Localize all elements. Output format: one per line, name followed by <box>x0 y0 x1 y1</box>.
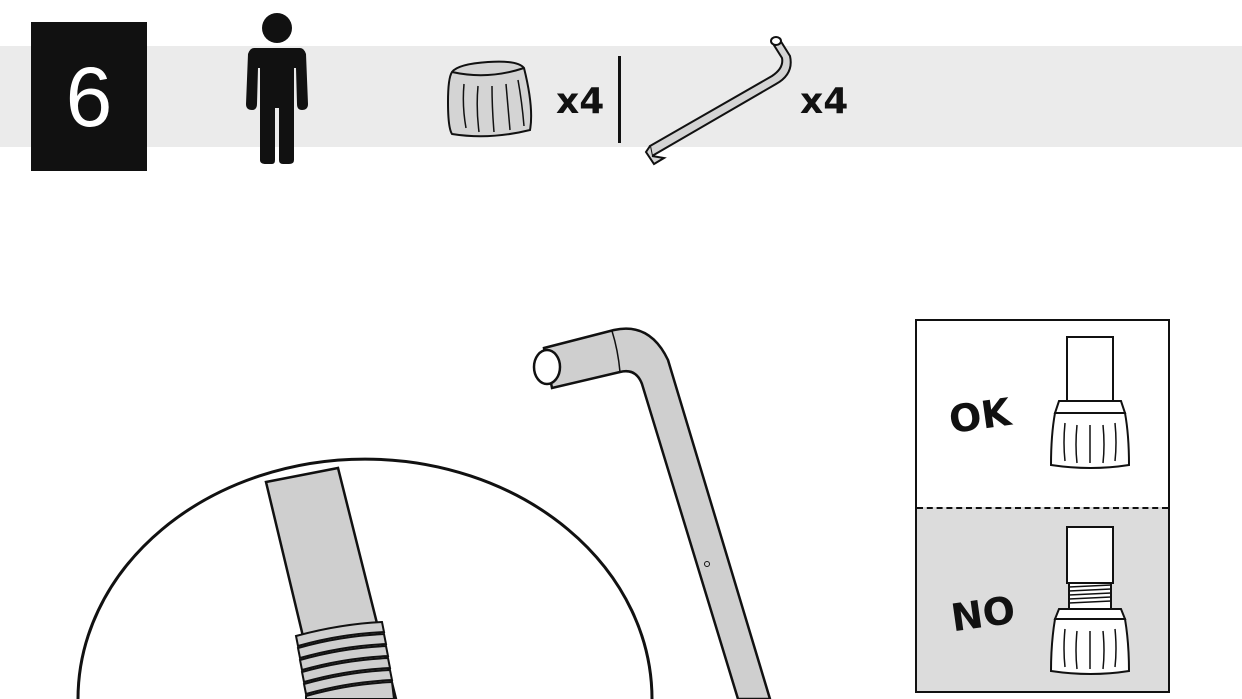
step-number-box: 6 <box>31 22 147 171</box>
cap-quantity: x4 <box>556 81 605 122</box>
hex-key-large <box>542 327 772 699</box>
step-number: 6 <box>65 49 113 144</box>
ok-no-inset: OK NO <box>915 319 1170 693</box>
parts-divider <box>618 56 621 143</box>
hex-key-quantity: x4 <box>800 81 849 122</box>
cap-icon <box>446 60 533 138</box>
header-band <box>0 46 1242 147</box>
cap-correct-icon <box>1049 336 1131 469</box>
no-label: NO <box>948 587 1018 641</box>
hex-key-icon <box>644 36 792 166</box>
inset-dashed-divider <box>917 507 1168 509</box>
cap-incorrect-icon <box>1049 526 1131 675</box>
ok-label: OK <box>946 389 1014 443</box>
thread-rings <box>294 620 396 699</box>
person-icon <box>246 13 308 164</box>
